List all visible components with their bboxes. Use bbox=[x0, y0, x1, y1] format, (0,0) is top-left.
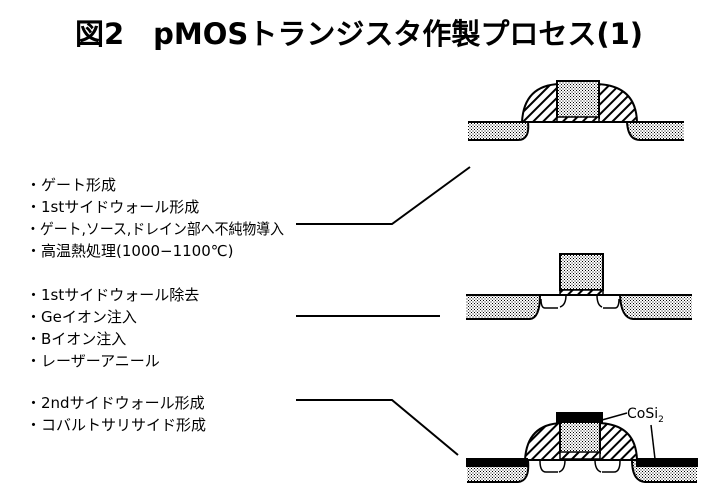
connector-line-3 bbox=[296, 399, 459, 456]
step-item: ・Geイオン注入 bbox=[26, 308, 137, 326]
cosi2-label-main: CoSi bbox=[627, 406, 658, 422]
gate-electrode bbox=[556, 80, 600, 119]
step-1-list: ・ゲート形成 ・1stサイドウォール形成 ・ゲート,ソース,ドレイン部へ不純物導… bbox=[26, 176, 284, 260]
gate-oxide bbox=[559, 451, 601, 460]
cosi2-label: CoSi2 bbox=[627, 406, 664, 425]
step-item: ・1stサイドウォール形成 bbox=[26, 198, 199, 216]
transistor-cross-section-2 bbox=[466, 253, 692, 320]
source-region bbox=[466, 294, 542, 320]
cosi2-label-subscript: 2 bbox=[658, 415, 664, 425]
leader-line-drain bbox=[650, 424, 656, 460]
leader-line-gate bbox=[601, 412, 628, 421]
step-item: ・2ndサイドウォール形成 bbox=[26, 394, 205, 412]
step-2-list: ・1stサイドウォール除去 ・Geイオン注入 ・Bイオン注入 ・レーザーアニール bbox=[26, 286, 199, 370]
step-item: ・Bイオン注入 bbox=[26, 330, 126, 348]
drain-region bbox=[618, 294, 692, 320]
step-item: ・ゲート,ソース,ドレイン部へ不純物導入 bbox=[26, 220, 284, 238]
step-item: ・ゲート形成 bbox=[26, 176, 116, 194]
page-title: 図2 pMOSトランジスタ作製プロセス(1) bbox=[75, 17, 643, 51]
connector-line-1 bbox=[296, 166, 471, 225]
extension-left bbox=[540, 294, 567, 309]
extension-right bbox=[596, 294, 620, 309]
step-item: ・レーザーアニール bbox=[26, 352, 160, 370]
extension-right bbox=[594, 459, 621, 473]
transistor-cross-section-1 bbox=[468, 80, 684, 141]
step-item: ・コバルトサリサイド形成 bbox=[26, 416, 206, 434]
extension-left bbox=[539, 459, 566, 473]
step-item: ・1stサイドウォール除去 bbox=[26, 286, 199, 304]
step-3-list: ・2ndサイドウォール形成 ・コバルトサリサイド形成 bbox=[26, 394, 206, 434]
drain-region bbox=[625, 121, 684, 141]
step-item: ・高温熱処理(1000−1100℃) bbox=[26, 242, 233, 260]
transistor-cross-section-3 bbox=[466, 412, 698, 483]
source-region bbox=[468, 121, 530, 141]
gate-silicide bbox=[556, 412, 603, 423]
gate-electrode bbox=[559, 421, 601, 454]
gate-electrode bbox=[559, 253, 604, 291]
